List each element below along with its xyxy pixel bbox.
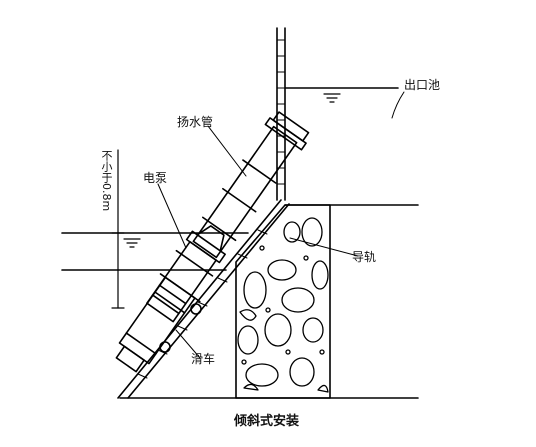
guide-rail-inner <box>127 203 290 399</box>
outlet-water-mark <box>323 93 341 103</box>
motor-pump-label-leader <box>157 183 187 249</box>
guide-rail-ticks <box>137 229 268 379</box>
min-depth-label: 不小于0.8m <box>100 150 113 212</box>
guide-rail-label-leader <box>289 237 359 257</box>
motor-pump <box>146 225 226 323</box>
trolley-wheel <box>190 303 202 315</box>
outlet-label-leader <box>391 91 405 119</box>
motor-pump-label: 电泵 <box>143 171 168 185</box>
guide-rail-outer <box>117 199 282 399</box>
embankment-outline <box>235 204 331 399</box>
pump-casing <box>115 273 201 373</box>
stone-masonry <box>237 217 329 393</box>
intake-water-mark <box>123 238 141 248</box>
lift-pipe-label-leader <box>207 125 247 177</box>
trolley-label: 滑车 <box>191 352 216 366</box>
guide-rail-label: 导轨 <box>352 250 377 264</box>
lift-pipe <box>192 111 310 259</box>
trolley-label-leader <box>175 329 201 359</box>
lift-pipe-label: 扬水管 <box>177 115 214 129</box>
trolley-wheel <box>159 341 171 353</box>
outlet-pool-label: 出口池 <box>404 78 441 92</box>
diagram-caption: 倾斜式安装 <box>234 414 300 429</box>
